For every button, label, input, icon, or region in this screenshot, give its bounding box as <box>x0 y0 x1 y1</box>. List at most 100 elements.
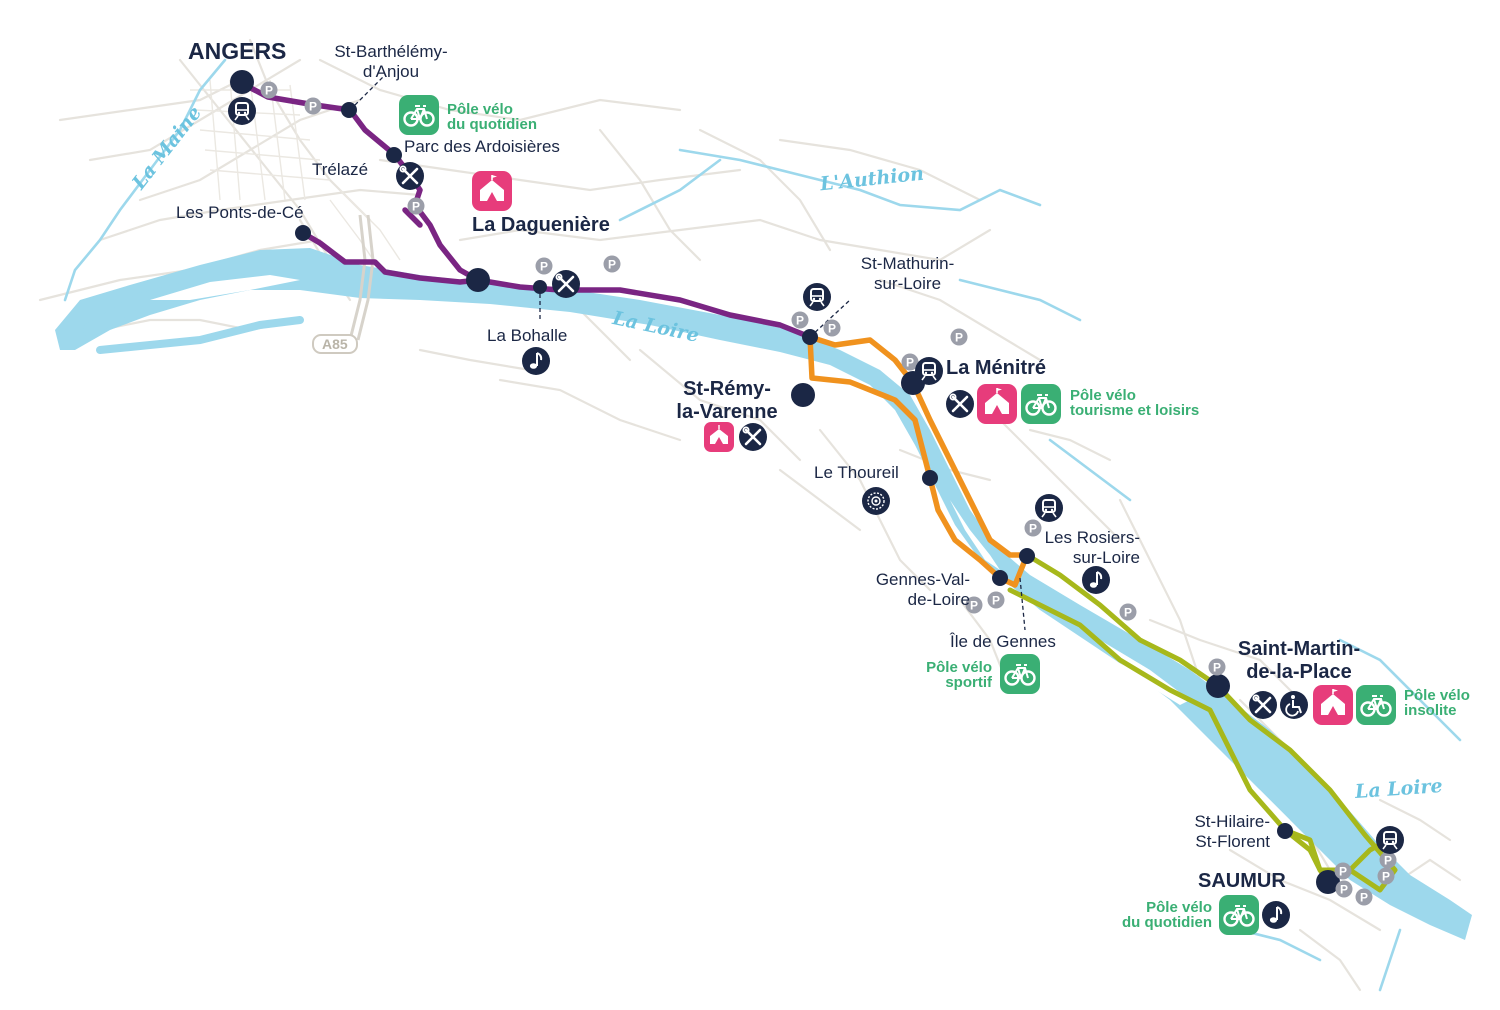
orange-route <box>807 334 1030 558</box>
parking-icon <box>987 591 1005 609</box>
music-note-icon <box>521 346 551 376</box>
label-st-hilaire: St-Hilaire- St-Florent <box>1160 812 1270 852</box>
label-saumur: SAUMUR <box>1198 870 1286 892</box>
parking-icon <box>1377 867 1395 885</box>
dot-les-rosiers <box>1019 548 1035 564</box>
label-st-hilaire-line2: St-Florent <box>1195 832 1270 851</box>
dot-st-barthelemy <box>341 102 357 118</box>
label-parc-ardoisieres: Parc des Ardoisières <box>404 137 560 156</box>
purple-route-ponts <box>300 230 481 285</box>
label-ponts-de-ce: Les Ponts-de-Cé <box>176 203 304 222</box>
pole-saumur-line2: du quotidien <box>1122 914 1212 931</box>
wheelchair-icon <box>1279 690 1309 720</box>
road-label-a85: A85 <box>312 334 358 354</box>
parking-icon <box>1355 888 1373 906</box>
parking-icon <box>304 97 322 115</box>
label-st-remy-line2: la-Varenne <box>676 401 778 423</box>
label-st-martin-line2: de-la-Place <box>1246 661 1352 683</box>
label-st-remy: St-Rémy- la-Varenne <box>672 378 782 424</box>
label-st-mathurin-line2: sur-Loire <box>873 274 942 293</box>
repair-tools-icon <box>944 388 976 420</box>
bicycle-icon <box>397 93 441 137</box>
leader-lines <box>349 74 1026 631</box>
dot-st-remy <box>791 383 815 407</box>
angers-street-grid <box>190 79 401 271</box>
pole-gennes-line1: Pôle vélo <box>926 659 992 676</box>
a85-motorway <box>348 214 375 341</box>
label-st-mathurin: St-Mathurin- sur-Loire <box>840 254 975 294</box>
event-tent-icon <box>976 383 1018 425</box>
parking-icon <box>1379 851 1397 869</box>
train-icon <box>802 282 832 312</box>
label-st-barthelemy-line2: d'Anjou <box>362 62 420 81</box>
label-st-mathurin-line1: St-Mathurin- <box>860 254 955 273</box>
pole-angers-line2: du quotidien <box>447 116 537 133</box>
pole-st-martin-line1: Pôle vélo <box>1404 687 1470 704</box>
dot-angers <box>230 70 254 94</box>
heritage-rosette-icon <box>861 486 891 516</box>
label-st-martin-line1: Saint-Martin- <box>1237 638 1361 660</box>
pole-menitre: Pôle vélo tourisme et loisirs <box>1070 388 1199 418</box>
repair-tools-icon <box>1247 689 1279 721</box>
pole-saumur-line1: Pôle vélo <box>1146 899 1212 916</box>
bicycle-icon <box>1354 683 1398 727</box>
dot-st-hilaire <box>1277 823 1293 839</box>
label-st-remy-line1: St-Rémy- <box>683 378 771 400</box>
dot-trelaze <box>386 147 402 163</box>
label-angers: ANGERS <box>188 38 287 64</box>
parking-icon <box>603 255 621 273</box>
parking-icon <box>1119 603 1137 621</box>
pole-angers: Pôle vélo du quotidien <box>447 102 537 132</box>
parking-icon <box>823 319 841 337</box>
dot-saumur <box>1316 870 1340 894</box>
label-la-menitre: La Ménitré <box>946 357 1047 379</box>
label-st-barthelemy-line1: St-Barthélémy- <box>334 42 448 61</box>
pole-angers-line1: Pôle vélo <box>447 101 513 118</box>
parking-icon <box>260 81 278 99</box>
train-icon <box>1375 825 1405 855</box>
label-gennes-line1: Gennes-Val- <box>875 570 970 589</box>
label-les-rosiers: Les Rosiers- sur-Loire <box>1020 528 1140 568</box>
dot-st-mathurin <box>802 329 818 345</box>
label-gennes: Gennes-Val- de-Loire <box>860 570 970 610</box>
label-la-daguenière: La Daguenière <box>472 214 610 236</box>
event-tent-icon <box>703 421 735 453</box>
parking-icon <box>1208 658 1226 676</box>
town-dots <box>230 70 1340 894</box>
repair-tools-icon <box>394 160 426 192</box>
label-trelaze: Trélazé <box>312 160 369 179</box>
pole-st-martin-line2: insolite <box>1404 702 1457 719</box>
lime-route-south <box>1007 587 1331 885</box>
pole-st-martin: Pôle vélo insolite <box>1404 688 1470 718</box>
parking-icon <box>535 257 553 275</box>
bicycle-icon <box>1217 893 1261 937</box>
train-icon <box>227 96 257 126</box>
repair-tools-icon <box>550 268 582 300</box>
parking-icon <box>407 197 425 215</box>
label-le-thoureil: Le Thoureil <box>814 463 899 482</box>
parking-markers <box>260 81 1397 906</box>
dot-st-martin <box>1206 674 1230 698</box>
dot-le-thoureil <box>922 470 938 486</box>
event-tent-icon <box>471 170 513 212</box>
dot-la-bohalle <box>533 280 547 294</box>
music-note-icon <box>1261 900 1291 930</box>
pole-saumur: Pôle vélo du quotidien <box>1092 900 1212 930</box>
bicycle-icon <box>1019 382 1063 426</box>
train-icon <box>1034 493 1064 523</box>
parking-icon <box>791 311 809 329</box>
event-tent-icon <box>1312 684 1354 726</box>
train-icon <box>914 356 944 386</box>
dot-gennes <box>992 570 1008 586</box>
parking-icon <box>1334 862 1352 880</box>
parking-icon <box>1335 880 1353 898</box>
dot-ponts-de-ce <box>295 225 311 241</box>
label-la-bohalle: La Bohalle <box>487 326 568 345</box>
pole-menitre-line1: Pôle vélo <box>1070 387 1136 404</box>
label-les-rosiers-line1: Les Rosiers- <box>1044 528 1140 547</box>
repair-tools-icon <box>737 421 769 453</box>
bicycle-icon <box>998 652 1042 696</box>
parking-icon <box>950 328 968 346</box>
pole-menitre-line2: tourisme et loisirs <box>1070 402 1200 419</box>
